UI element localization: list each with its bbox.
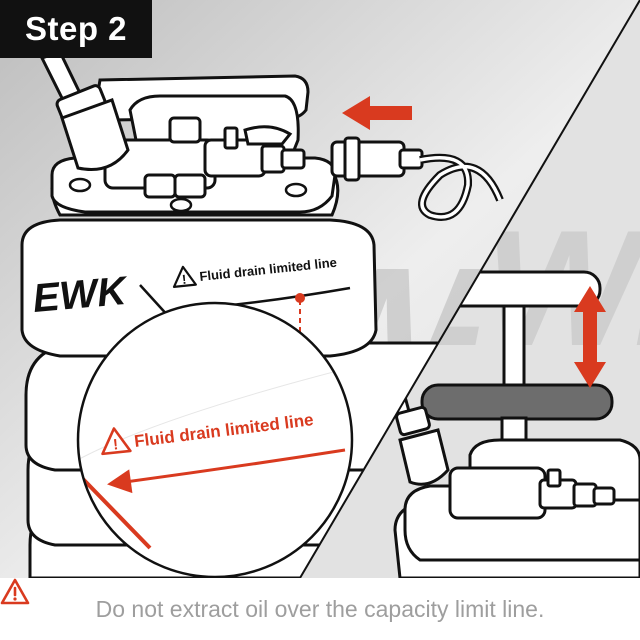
leader-dot-top xyxy=(295,293,305,303)
tank-logo: EWK xyxy=(31,269,131,321)
caption-bar: Do not extract oil over the capacity lim… xyxy=(0,578,640,640)
step-label: Step 2 xyxy=(0,0,152,58)
warning-triangle-icon xyxy=(0,578,30,605)
caption-text: Do not extract oil over the capacity lim… xyxy=(96,596,545,623)
